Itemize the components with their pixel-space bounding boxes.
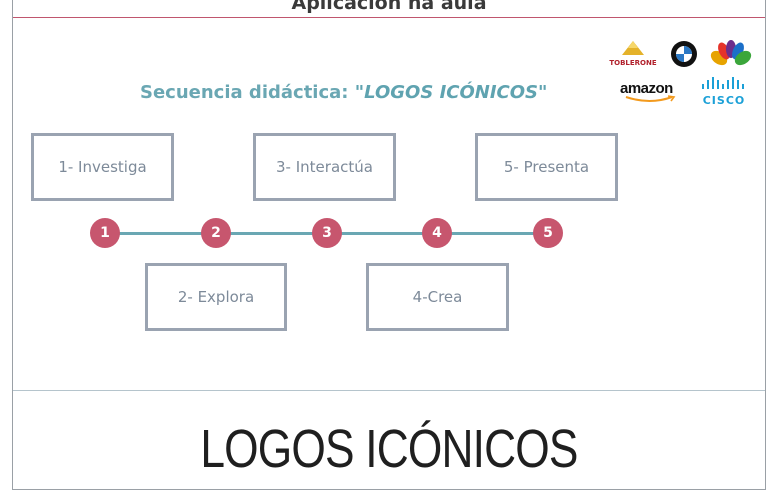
cisco-logo: CISCO [700, 76, 748, 107]
step-box-5: 5- Presenta [475, 133, 618, 201]
cisco-bars-icon [702, 77, 744, 89]
step-label: 4-Crea [412, 288, 463, 306]
slide-caption: LOGOS ICÓNICOS [200, 419, 578, 479]
toblerone-logo: TOBLERONE [608, 40, 658, 67]
step-marker-5: 5 [533, 218, 563, 248]
step-marker-2: 2 [201, 218, 231, 248]
cisco-wordmark: CISCO [702, 94, 746, 107]
step-marker-4: 4 [422, 218, 452, 248]
step-box-1: 1- Investiga [31, 133, 174, 201]
amazon-smile-icon [625, 95, 676, 102]
toblerone-wordmark: TOBLERONE [609, 59, 657, 67]
peacock-icon [710, 40, 752, 66]
bmw-logo [670, 40, 698, 72]
step-label: 2- Explora [177, 288, 255, 306]
bmw-roundel-icon [671, 41, 697, 67]
caption-divider [13, 390, 765, 391]
page-title: Aplicación na aula [291, 0, 487, 14]
step-marker-1: 1 [90, 218, 120, 248]
slide-title-emphasis: "LOGOS ICÓNICOS" [354, 82, 548, 103]
step-marker-3: 3 [312, 218, 342, 248]
step-label: 5- Presenta [503, 158, 590, 176]
slide-frame [12, 0, 766, 490]
brand-logos: TOBLERONE amazon [606, 40, 756, 110]
step-box-2: 2- Explora [145, 263, 287, 331]
amazon-logo: amazon [620, 80, 690, 102]
toblerone-mountain-icon [622, 41, 644, 55]
step-box-3: 3- Interactúa [253, 133, 396, 201]
step-label: 3- Interactúa [276, 158, 373, 176]
amazon-wordmark: amazon [620, 80, 673, 97]
nbc-logo [710, 40, 752, 72]
slide-title: Secuencia didáctica: "LOGOS ICÓNICOS" [140, 82, 547, 103]
step-box-4: 4-Crea [366, 263, 509, 331]
step-label: 1- Investiga [58, 158, 147, 176]
slide-title-prefix: Secuencia didáctica: [140, 82, 355, 103]
title-divider [13, 17, 765, 18]
